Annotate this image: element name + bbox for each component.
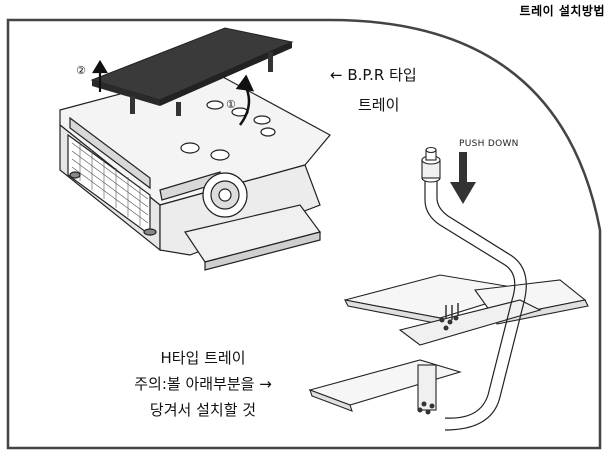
push-down-label: PUSH DOWN bbox=[459, 139, 519, 149]
bpr-tray bbox=[90, 27, 294, 116]
h-type-label-line-3: 당겨서 설치할 것 bbox=[149, 401, 257, 419]
step-2-text: ② bbox=[76, 64, 86, 77]
page-title: 트레이 설치방법 bbox=[519, 4, 605, 18]
scale-illustration bbox=[59, 69, 331, 271]
h-type-label-line-2: 주의:볼 아래부분을 → bbox=[134, 375, 272, 393]
knob bbox=[421, 146, 441, 183]
tray-arm bbox=[424, 180, 527, 431]
step-1-text: ① bbox=[226, 98, 236, 111]
step-1-marker: ① bbox=[226, 98, 236, 111]
step-2-marker: ② bbox=[76, 64, 86, 77]
h-type-label-line-1: H타입 트레이 bbox=[160, 349, 246, 367]
push-down-arrow bbox=[450, 152, 476, 204]
h-type-tray-label: H타입 트레이 주의:볼 아래부분을 → 당겨서 설치할 것 bbox=[98, 345, 308, 423]
lift-arrow bbox=[92, 59, 108, 92]
rotate-arrow bbox=[235, 74, 255, 126]
h-type-tray bbox=[308, 274, 589, 415]
bpr-label-line-2: 트레이 bbox=[358, 96, 400, 114]
frame-border bbox=[6, 18, 602, 450]
bpr-tray-label: ← B.P.R 타입 트레이 bbox=[330, 60, 417, 120]
bpr-label-line-1: ← B.P.R 타입 bbox=[330, 66, 417, 84]
